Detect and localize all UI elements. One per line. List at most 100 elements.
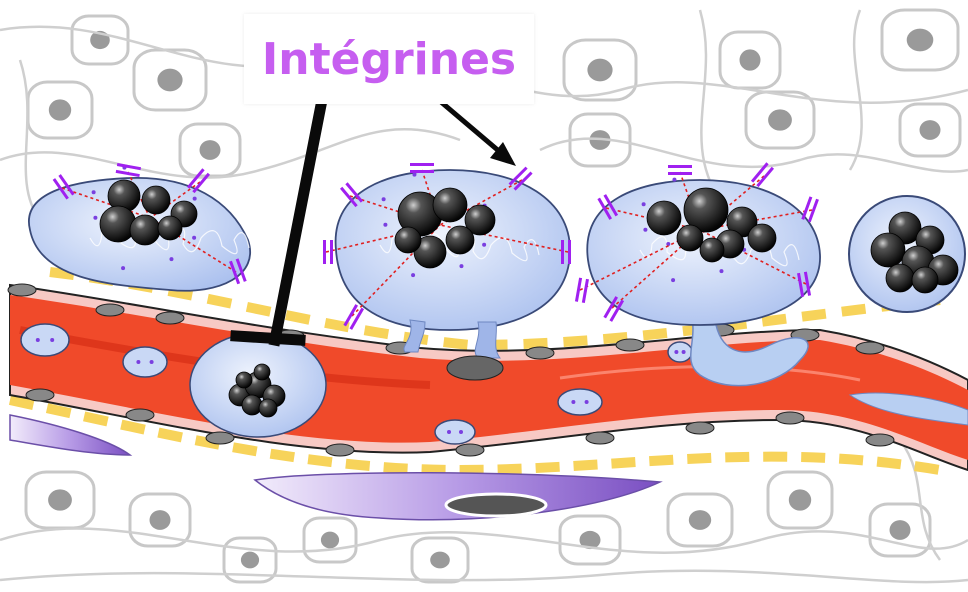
blood-cell [435, 420, 475, 444]
endothelial-nucleus [126, 409, 154, 421]
integrin-bar [410, 163, 434, 166]
pointer-arrow-icon [434, 96, 516, 166]
cluster-ball [395, 227, 421, 253]
cell-dot [193, 197, 197, 201]
endothelial-nucleus [686, 422, 714, 434]
cell-dot [643, 228, 647, 232]
blood-cell-dot [36, 338, 40, 342]
integrin-bar [117, 163, 141, 170]
endothelial-nucleus [326, 444, 354, 456]
cell-dot [482, 243, 486, 247]
cluster-ball [700, 238, 724, 262]
cluster-ball [886, 264, 914, 292]
tissue-nucleus [890, 520, 911, 540]
integrin-bar [756, 167, 774, 187]
blood-cell-dot [585, 400, 589, 404]
cluster-ball [142, 186, 170, 214]
cluster-ball [242, 395, 262, 415]
integrin-icon [801, 196, 819, 222]
cluster-ball [871, 233, 905, 267]
cell-dot [169, 257, 173, 261]
endothelial-nucleus [206, 432, 234, 444]
endothelial-nucleus [616, 339, 644, 351]
tissue-nucleus [321, 532, 339, 549]
integrin-bar [323, 240, 326, 264]
integrin-bar [668, 165, 692, 168]
integrin-bar [751, 162, 769, 182]
integrin-bar [668, 172, 692, 175]
matrix-fiber [700, 10, 720, 200]
tumor-cell-2 [323, 163, 571, 330]
tissue-nucleus [241, 552, 259, 569]
tissue-nucleus [587, 59, 612, 82]
cluster-ball [647, 201, 681, 235]
tissue-nucleus [789, 489, 811, 510]
endothelial-nucleus-large [447, 356, 503, 380]
endothelial-nucleus [8, 284, 36, 296]
tissue-nucleus [430, 552, 450, 569]
blood-cell-dot [571, 400, 575, 404]
matrix-fiber [0, 528, 968, 552]
endothelial-nucleus [526, 347, 554, 359]
cell-dot [642, 202, 646, 206]
blood-cell-dot [682, 350, 686, 354]
matrix-fiber [850, 10, 862, 170]
integrin-icon [116, 163, 141, 177]
cluster-ball [254, 364, 270, 380]
blood-cell [668, 342, 692, 362]
fibroblast-cell-left [10, 415, 130, 455]
cell-dot [121, 266, 125, 270]
tumor-cell-3 [575, 162, 820, 325]
cluster-ball [748, 224, 776, 252]
blood-cell [123, 347, 167, 377]
tissue-nucleus [768, 109, 792, 130]
cell-dot [412, 173, 416, 177]
endothelial-nucleus [96, 304, 124, 316]
tissue-nucleus [920, 120, 941, 140]
integrin-bar [582, 279, 589, 303]
endothelial-nucleus [26, 389, 54, 401]
cluster-ball [100, 206, 136, 242]
circulating-tumor-cell [190, 333, 326, 437]
cell-dot [92, 190, 96, 194]
cluster-ball [446, 226, 474, 254]
integrin-bar [561, 240, 564, 264]
blood-cell-dot [150, 360, 154, 364]
blood-cell [558, 389, 602, 415]
tissue-nucleus [689, 510, 711, 530]
matrix-fiber [0, 571, 968, 582]
cell-dot [192, 236, 196, 240]
cell-dot [459, 264, 463, 268]
endothelial-nucleus [776, 412, 804, 424]
blood-cell-dot [447, 430, 451, 434]
cluster-ball [912, 267, 938, 293]
tissue-nucleus [48, 489, 72, 510]
endothelial-nucleus [866, 434, 894, 446]
cluster-ball [158, 216, 182, 240]
cell-dot [93, 216, 97, 220]
cell-dot [719, 269, 723, 273]
integrin-bar [568, 240, 571, 264]
endothelial-nucleus [456, 444, 484, 456]
tissue-nucleus [49, 99, 71, 120]
blood-cell-dot [136, 360, 140, 364]
cluster-ball [236, 372, 252, 388]
tissue-nucleus [157, 69, 182, 92]
blood-cell-dot [50, 338, 54, 342]
tissue-nucleus [200, 140, 221, 160]
tissue-nucleus [150, 510, 171, 530]
matrix-fiber [0, 129, 460, 177]
integrin-icon [668, 165, 692, 175]
cluster-ball [677, 225, 703, 251]
cell-dot [382, 197, 386, 201]
cluster-ball [259, 399, 277, 417]
integrin-bar [116, 170, 140, 177]
integrin-label-box: Intégrines [244, 14, 534, 104]
cell-dot [383, 223, 387, 227]
cell-dot [672, 178, 676, 182]
integrin-bar [330, 240, 333, 264]
integrin-bar [410, 170, 434, 173]
integrin-icon [575, 278, 589, 303]
blood-cell [21, 324, 69, 356]
